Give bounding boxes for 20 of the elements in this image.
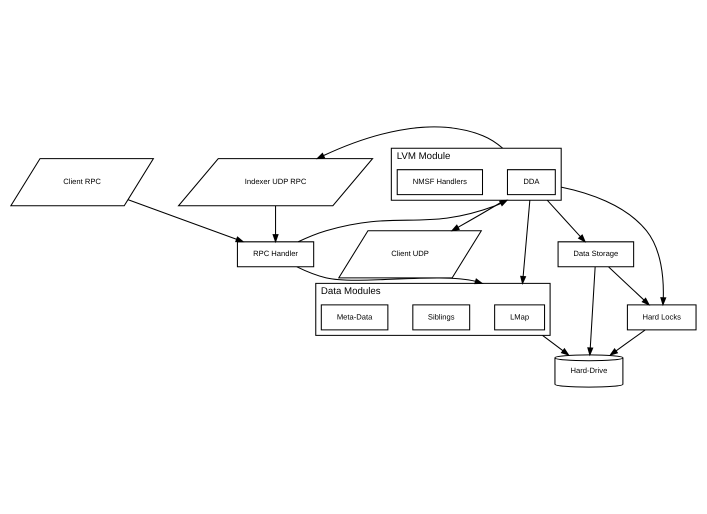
arrow (450, 200, 505, 232)
arrow (296, 266, 484, 284)
arrow (608, 266, 650, 306)
node-box: NMSF Handlers (396, 169, 484, 196)
arrow (542, 334, 570, 356)
arrow (520, 200, 530, 285)
arrow (561, 186, 666, 306)
arrow (272, 206, 279, 244)
node-box: Hard Locks (626, 304, 697, 330)
node-box: Data Storage (558, 241, 634, 268)
arrow (316, 126, 504, 160)
node-box: RPC Handler (236, 241, 314, 268)
node-box: LMap (494, 304, 546, 330)
arrow (546, 200, 586, 243)
node-box: DDA (506, 169, 556, 196)
node-box: Siblings (412, 304, 470, 330)
arrow (609, 330, 646, 356)
arrow (128, 199, 245, 242)
arrow (587, 266, 596, 356)
node-box: Meta-Data (320, 304, 388, 330)
